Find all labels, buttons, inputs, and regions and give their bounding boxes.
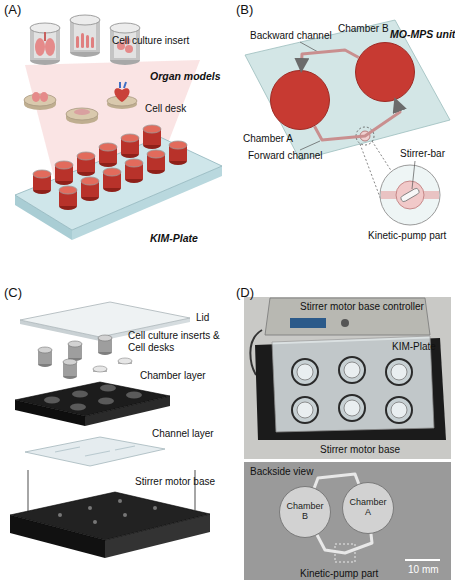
channel-groove xyxy=(55,446,135,456)
chamber-layer xyxy=(15,382,170,416)
leader-line xyxy=(300,42,318,52)
stirrer-bar xyxy=(400,187,420,202)
cell-desk xyxy=(66,108,98,124)
unit-label: MO-MPS unit xyxy=(390,28,455,40)
panel-letter: (D) xyxy=(236,286,254,301)
chamber-circle: Chamber A xyxy=(270,70,330,130)
leader-line xyxy=(412,161,415,189)
photo-background xyxy=(244,297,451,459)
culture-well xyxy=(55,161,73,185)
chamber-label: Chamber A xyxy=(243,133,293,145)
culture-well xyxy=(103,168,121,192)
insert-cylinder xyxy=(98,335,112,355)
part-label: Kinetic-pump part xyxy=(368,230,446,242)
chamber-hole xyxy=(44,397,60,404)
insert-cylinder xyxy=(63,359,77,379)
culture-well xyxy=(77,152,95,176)
cell-desk xyxy=(107,82,137,109)
organ-insert xyxy=(70,15,100,57)
plate-label: KIM-Plate xyxy=(150,232,198,244)
chamber-hole xyxy=(126,392,142,399)
chamber-circle: Chamber B xyxy=(355,42,415,102)
culture-well xyxy=(143,125,161,149)
cell-desk xyxy=(118,358,132,364)
motor-hole xyxy=(118,499,122,503)
panel-letter: (A) xyxy=(4,3,21,18)
photo-label: Kinetic-pump part xyxy=(300,568,378,580)
plate-well xyxy=(386,359,412,385)
plate-well xyxy=(339,357,365,383)
layer-label: Channel layer xyxy=(152,428,214,440)
chamber-label: Chamber B xyxy=(338,23,389,35)
organ-insert xyxy=(30,23,60,65)
layer-label: Cell culture inserts & Cell desks xyxy=(128,330,225,353)
plate-well xyxy=(292,359,318,385)
chamber-hole xyxy=(70,404,86,411)
culture-well xyxy=(169,141,187,165)
photo-label: Stirrer motor base xyxy=(320,444,400,456)
kim-plate-body xyxy=(15,137,222,230)
culture-well xyxy=(59,186,77,210)
motor-hole xyxy=(93,520,97,524)
layer-label: Chamber layer xyxy=(140,370,206,382)
layer-label: Lid xyxy=(196,312,209,324)
photo-label: Stirrer motor base controller xyxy=(300,301,424,313)
cell-desk xyxy=(24,92,56,110)
culture-well xyxy=(147,150,165,174)
culture-well xyxy=(81,177,99,201)
channel-label: Forward channel xyxy=(248,150,322,162)
part-label: Stirrer-bar xyxy=(400,148,445,160)
plate-well xyxy=(339,395,365,421)
scale-bar xyxy=(405,559,440,561)
culture-well xyxy=(121,134,139,158)
cell-desk xyxy=(93,366,107,372)
backside-photo xyxy=(244,462,451,580)
pump-inset xyxy=(380,165,440,225)
controller-knob xyxy=(341,319,349,327)
layer-label: Stirrer motor base xyxy=(135,476,215,488)
zoom-marker xyxy=(356,127,374,145)
scale-label: 10 mm xyxy=(408,564,439,576)
culture-well xyxy=(125,159,143,183)
motor-hole xyxy=(123,513,127,517)
model-label: Organ models xyxy=(150,70,221,82)
pump-marker xyxy=(335,544,355,562)
leader-line xyxy=(300,141,320,150)
culture-well xyxy=(33,170,51,194)
chamber-label: Chamber B xyxy=(285,502,325,522)
channel-connector xyxy=(314,474,358,488)
chamber-circle: Chamber A xyxy=(342,482,394,534)
kinetic-pump xyxy=(360,131,370,141)
part-label: Cell culture insert xyxy=(112,35,189,47)
stirrer-motor-base xyxy=(10,492,210,540)
zoom-line xyxy=(372,141,392,172)
culture-well xyxy=(99,143,117,167)
channel-label: Backward channel xyxy=(250,30,332,42)
plate-well xyxy=(386,397,412,423)
panel-letter: (B) xyxy=(236,3,253,18)
motor-hole xyxy=(58,513,62,517)
photo-label: KIM-Plate xyxy=(392,341,436,353)
channel-connector xyxy=(317,534,372,553)
channel-connector xyxy=(301,50,358,70)
channel-layer xyxy=(25,437,165,466)
inset-pump-chamber xyxy=(396,181,424,209)
panel-letter: (C) xyxy=(4,286,22,301)
part-label: Cell desk xyxy=(145,103,186,115)
chamber-label: Chamber A xyxy=(348,498,388,518)
guide-pin xyxy=(27,470,29,512)
chamber-hole xyxy=(72,391,88,398)
controller-box xyxy=(265,298,430,335)
plate-well xyxy=(292,397,318,423)
insert-cylinder xyxy=(68,341,82,361)
chamber-hole xyxy=(100,385,116,392)
insert-cylinder xyxy=(38,347,52,367)
motor-hole xyxy=(153,506,157,510)
controller-screen xyxy=(290,318,326,328)
photo-label: Backside view xyxy=(250,466,313,478)
motor-hole xyxy=(88,506,92,510)
chamber-hole xyxy=(98,398,114,405)
chamber-circle: Chamber B xyxy=(279,486,331,538)
